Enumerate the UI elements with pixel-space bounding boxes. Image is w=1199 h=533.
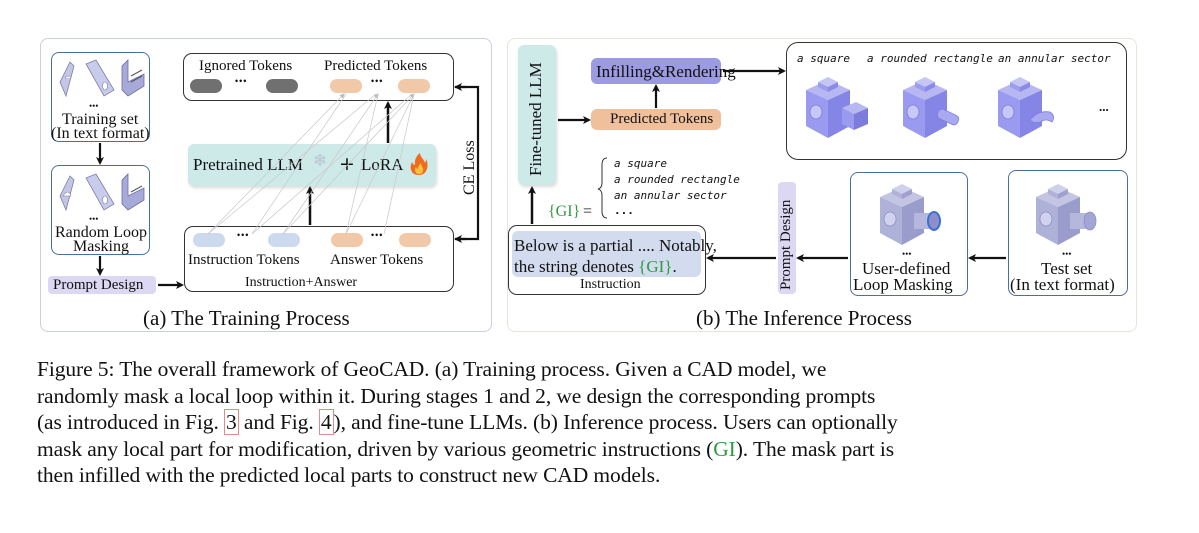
training-set-label: Training set: [62, 111, 139, 128]
gi-brace-icon: [597, 157, 608, 219]
ignored-dots: •••: [235, 76, 248, 86]
test-cad-model-icon: [1036, 184, 1097, 245]
caption-gi: GI: [713, 436, 736, 461]
gi-option-more: ...: [614, 204, 634, 217]
prompt-design-tag: [48, 276, 156, 294]
caption-line-4: mask any local part for modification, dr…: [37, 436, 1167, 463]
figure-caption: Figure 5: The overall framework of GeoCA…: [37, 356, 1167, 489]
pretrained-llm-label: Pretrained LLM: [193, 155, 303, 174]
loop-masking-label: Loop Masking: [853, 275, 953, 294]
ignored-token: [266, 79, 298, 93]
instruction-line1: Below is a partial .... Notably,: [514, 236, 717, 255]
ignored-token: [190, 79, 222, 93]
prompt-design-label-b: Prompt Design: [778, 199, 794, 290]
instruction-line2-suffix: .: [672, 257, 677, 276]
instruction-gi: {GI}: [638, 257, 673, 276]
caption-line-1: Figure 5: The overall framework of GeoCA…: [37, 357, 827, 381]
instruction-caption: Instruction: [580, 277, 641, 292]
instruction-answer-caption: Instruction+Answer: [245, 275, 358, 290]
masking-label: Masking: [73, 238, 129, 255]
gi-variable: {GI}: [548, 203, 581, 220]
ce-loss-label: CE Loss: [461, 140, 478, 195]
instruction-token: [268, 233, 300, 247]
predicted-tokens-label: Predicted Tokens: [324, 58, 428, 74]
fine-tuned-llm-box: [518, 45, 556, 185]
test-set-dots: •••: [1062, 249, 1072, 259]
answer-token: [331, 233, 363, 247]
random-loop-masking-box: [51, 165, 150, 255]
gi-option-rounded-rectangle: a rounded rectangle: [614, 173, 740, 186]
gi-equals: =: [583, 203, 593, 220]
predicted-tokens-label-b: Predicted Tokens: [610, 111, 714, 127]
user-defined-label: User-defined: [862, 259, 951, 278]
predicted-tokens-box: [591, 109, 721, 130]
instruction-dots: •••: [237, 230, 250, 240]
training-set-format-label: (In text format): [51, 125, 150, 142]
panel-a-title: (a) The Training Process: [143, 306, 350, 330]
gi-option-annular-sector: an annular sector: [614, 189, 727, 202]
caption-line-4b: ). The mask part is: [735, 436, 895, 461]
prompt-design-tag-b: [778, 182, 796, 294]
cad-annular-sector-result-icon: [998, 77, 1054, 138]
caption-line-3b: and Fig.: [238, 410, 319, 434]
predicted-token: [398, 79, 430, 93]
gi-option-square: a square: [614, 157, 667, 170]
masked-cad-model-icon: [880, 184, 941, 245]
test-set-label: Test set: [1041, 259, 1093, 278]
figure-4-ref-link[interactable]: 4: [318, 409, 334, 435]
predicted-token: [330, 79, 362, 93]
snowflake-icon: ❄: [313, 151, 328, 171]
caption-line-4a: mask any local part for modification, dr…: [37, 436, 714, 461]
infilling-rendering-label: Infilling&Rendering: [596, 62, 736, 81]
caption-line-5: then infilled with the predicted local p…: [37, 463, 661, 487]
answer-dots: •••: [371, 230, 384, 240]
caption-line-3c: ), and fine-tune LLMs. (b) Inference pro…: [333, 410, 898, 434]
user-masking-dots: •••: [902, 249, 912, 259]
random-loop-label: Random Loop: [55, 224, 147, 241]
result-label-square: a square: [797, 52, 850, 65]
result-label-annular-sector: an annular sector: [998, 52, 1111, 65]
answer-token: [399, 233, 431, 247]
result-label-rounded-rectangle: a rounded rectangle: [867, 52, 993, 65]
output-tokens-box: [183, 53, 454, 101]
masking-dots: •••: [89, 214, 99, 224]
instruction-line2-prefix: the string denotes: [514, 257, 639, 276]
cad-rounded-rectangle-result-icon: [903, 77, 960, 138]
answer-tokens-label: Answer Tokens: [330, 252, 424, 268]
ignored-tokens-label: Ignored Tokens: [199, 58, 293, 74]
plus-label: +: [339, 153, 355, 175]
panel-b-title: (b) The Inference Process: [696, 306, 912, 330]
results-more: ...: [1099, 99, 1109, 114]
caption-line-3a: (as introduced in Fig.: [37, 410, 224, 434]
training-set-dots: •••: [89, 101, 99, 111]
training-cad-parts-icon: [59, 59, 145, 98]
instruction-line2: the string denotes {GI}.: [514, 258, 677, 275]
lora-label: LoRA: [361, 155, 404, 174]
caption-line-3: (as introduced in Fig. 3 and Fig. 4), an…: [37, 409, 1167, 436]
test-set-format-label: (In text format): [1010, 275, 1115, 294]
instruction-token: [193, 233, 225, 247]
instruction-tokens-label: Instruction Tokens: [188, 252, 300, 268]
figure-3-ref-link[interactable]: 3: [224, 409, 239, 435]
prompt-design-label: Prompt Design: [53, 277, 144, 293]
instruction-highlight: [512, 231, 701, 277]
predicted-dots: •••: [371, 76, 384, 86]
fire-icon: [410, 153, 428, 175]
fine-tuned-llm-label: Fine-tuned LLM: [526, 62, 545, 176]
masked-cad-parts-icon: [59, 173, 145, 212]
cad-square-result-icon: [806, 77, 868, 138]
infilling-rendering-box: [591, 58, 721, 84]
caption-line-2: randomly mask a local loop within it. Du…: [37, 383, 876, 408]
